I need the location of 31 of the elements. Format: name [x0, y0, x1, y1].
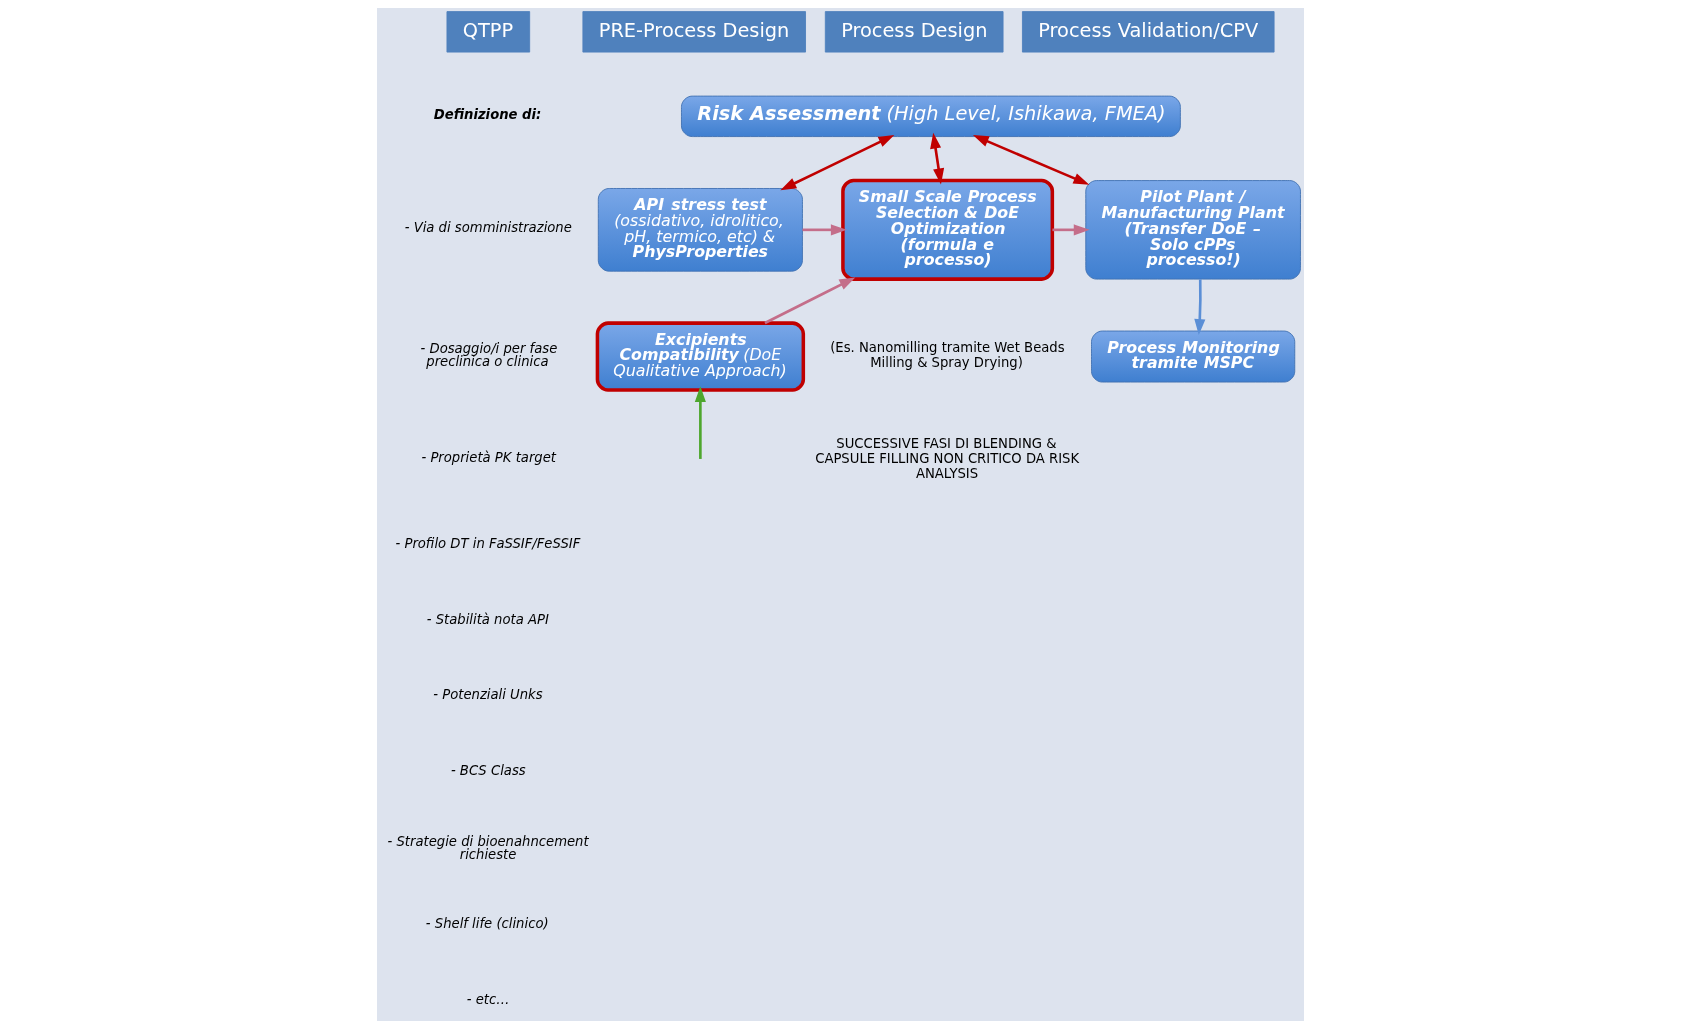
label: - Proprietà PK target	[421, 450, 556, 466]
node-box: QTPP	[446, 11, 531, 53]
label: - Stabilità nota API	[426, 611, 549, 627]
node-box: Pilot Plant / Manufacturing Plant (Transfer DoE – Solo cPPs processo!)	[1085, 180, 1301, 280]
label: Definizione di:	[433, 106, 542, 122]
label: - Shelf life (clinico)	[425, 916, 549, 932]
label: SUCCESSIVE FASI DI BLENDING & CAPSULE FILLING NON CRITICO DA RISK ANALYSIS	[815, 436, 1080, 481]
node-box: API stress test (ossidativo, idrolitico, pH, termico, etc) & PhysProperties	[597, 188, 803, 272]
label: - Potenziali Unks	[433, 687, 543, 703]
arrow	[972, 135, 1090, 185]
label: - Profilo DT in FaSSIF/FeSSIF	[395, 535, 581, 551]
arrow	[1052, 224, 1090, 236]
arrow	[780, 134, 895, 191]
arrow	[694, 386, 706, 459]
node-box: Process Monitoring tramite MSPC	[1091, 330, 1296, 383]
arrow	[930, 132, 945, 185]
label: (Es. Nanomilling tramite Wet Beads Milling & Spray Drying)	[830, 340, 1065, 371]
label: - BCS Class	[450, 762, 526, 778]
node-box: Excipients Compatibility (DoE Qualitative Approach)	[595, 321, 806, 392]
node-box: PRE-Process Design	[582, 11, 806, 53]
node-box: Process Validation/CPV	[1021, 11, 1275, 53]
arrow	[764, 277, 856, 325]
label: - Dosaggio/i per fase preclinica o clinica	[420, 341, 558, 370]
node-box: Process Design	[824, 11, 1004, 53]
node-box: Risk Assessment (High Level, Ishikawa, FMEA)	[681, 95, 1181, 137]
label: - etc…	[466, 991, 510, 1007]
node-box: Small Scale Process Selection & DoE Optimization (formula e processo)	[841, 178, 1055, 281]
arrow	[802, 224, 847, 236]
label: - Strategie di bioenahncement richieste	[387, 833, 589, 862]
label: - Via di somministrazione	[404, 220, 572, 236]
arrow	[1194, 279, 1206, 336]
